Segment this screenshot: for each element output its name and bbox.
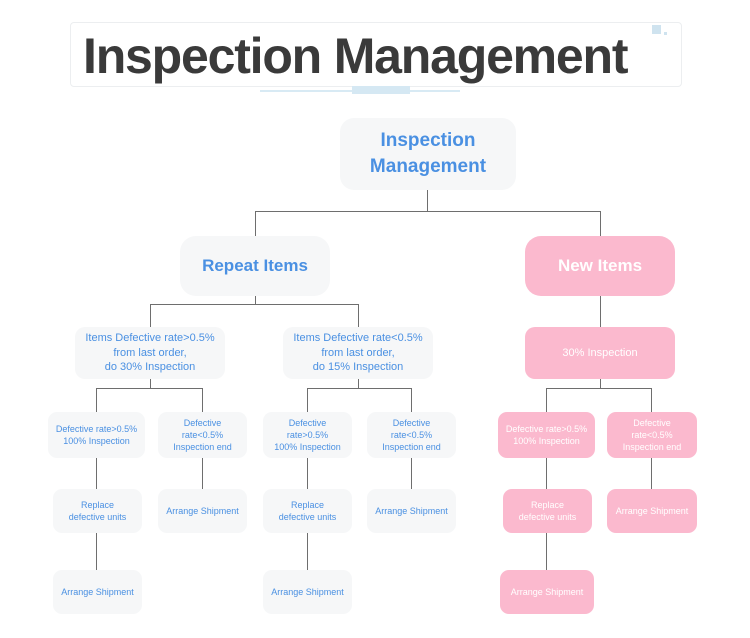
node-result-b2-line1: Defective rate<0.5% — [390, 417, 433, 440]
node-result-b1-line2: 100% Inspection — [274, 442, 341, 453]
connector-res-a1-down — [96, 458, 98, 489]
connector-repeat-right — [358, 304, 360, 328]
node-new-items[interactable]: New Items — [525, 236, 675, 296]
node-final-a1-label: Arrange Shipment — [61, 586, 134, 597]
connector-to-repeat-items — [255, 211, 257, 237]
node-result-a1-line1: Defective rate>0.5% — [55, 423, 138, 434]
node-action-a2-arrange[interactable]: Arrange Shipment — [158, 489, 247, 533]
node-condition-lt-line1: Items Defective rate<0.5% — [293, 331, 423, 344]
connector-cond-a-left — [96, 388, 98, 413]
node-result-a1[interactable]: Defective rate>0.5% 100% Inspection — [48, 412, 145, 458]
node-result-n2-line2: Inspection end — [622, 442, 682, 453]
connector-cond-b-right — [411, 388, 413, 413]
connector-cond-b-down — [358, 379, 360, 388]
node-final-n1-label: Arrange Shipment — [510, 586, 584, 597]
node-result-a2-line1: Defective rate<0.5% — [181, 417, 224, 440]
node-result-n1-line2: 100% Inspection — [513, 436, 580, 446]
node-condition-lt-line3: do 15% Inspection — [312, 361, 404, 374]
node-new-items-label: New Items — [557, 255, 643, 275]
node-result-b2[interactable]: Defective rate<0.5% Inspection end — [367, 412, 456, 458]
node-action-n1-line2: defective units — [518, 512, 577, 522]
node-repeat-items-label: Repeat Items — [202, 255, 308, 275]
node-result-n1-line1: Defective rate>0.5% — [505, 423, 588, 434]
connector-repeat-down — [255, 296, 257, 305]
node-condition-defect-gt[interactable]: Items Defective rate>0.5% from last orde… — [75, 327, 225, 379]
node-result-a2[interactable]: Defective rate<0.5% Inspection end — [158, 412, 247, 458]
node-condition-gt-line2: from last order, — [113, 346, 187, 359]
connector-cond-b-left — [307, 388, 309, 413]
node-action-a2-label: Arrange Shipment — [166, 505, 239, 516]
node-root-inspection-management[interactable]: Inspection Management — [340, 118, 516, 190]
node-final-n1-arrange[interactable]: Arrange Shipment — [500, 570, 594, 614]
connector-cond-a-down — [150, 379, 152, 388]
page-title: Inspection Management — [83, 28, 629, 84]
connector-cond-new-right — [651, 388, 653, 412]
node-condition-gt-line3: do 30% Inspection — [104, 361, 196, 374]
node-result-b2-line2: Inspection end — [382, 442, 441, 453]
decorative-square-small-icon — [664, 32, 667, 35]
connector-res-n2-down — [651, 458, 653, 489]
node-condition-lt-line2: from last order, — [321, 346, 395, 359]
node-final-b1-arrange[interactable]: Arrange Shipment — [263, 570, 352, 614]
node-result-n2-line1: Defective rate<0.5% — [631, 417, 673, 440]
node-result-n1[interactable]: Defective rate>0.5% 100% Inspection — [498, 412, 595, 458]
node-result-b1[interactable]: Defective rate>0.5% 100% Inspection — [263, 412, 352, 458]
node-final-b1-label: Arrange Shipment — [271, 586, 344, 597]
connector-repeat-left — [150, 304, 152, 328]
node-action-n1-replace[interactable]: Replace defective units — [503, 489, 592, 533]
connector-res-b1-down — [307, 458, 309, 489]
connector-cond-a-right — [202, 388, 204, 413]
connector-repeat-bus — [150, 304, 359, 306]
connector-act-n1-down — [546, 533, 548, 570]
node-result-a1-line2: 100% Inspection — [63, 436, 130, 446]
title-underline-accent — [352, 86, 410, 94]
node-action-b1-replace[interactable]: Replace defective units — [263, 489, 352, 533]
connector-cond-new-bus — [546, 388, 652, 390]
node-action-a1-line1: Replace — [80, 499, 114, 510]
node-condition-gt-line1: Items Defective rate>0.5% — [85, 331, 215, 344]
node-final-a1-arrange[interactable]: Arrange Shipment — [53, 570, 142, 614]
node-repeat-items[interactable]: Repeat Items — [180, 236, 330, 296]
node-action-b2-label: Arrange Shipment — [375, 505, 448, 516]
connector-to-new-items — [600, 211, 602, 237]
node-action-b1-line1: Replace — [290, 499, 324, 510]
connector-root-down — [427, 190, 429, 212]
connector-act-b1-down — [307, 533, 309, 570]
connector-res-b2-down — [411, 458, 413, 489]
node-action-a1-line2: defective units — [68, 512, 127, 522]
node-action-b2-arrange[interactable]: Arrange Shipment — [367, 489, 456, 533]
node-new-items-inspection-label: 30% Inspection — [562, 346, 638, 359]
connector-cond-a-bus — [96, 388, 203, 390]
node-result-b1-line1: Defective rate>0.5% — [286, 417, 329, 440]
node-root-line2: Management — [369, 156, 487, 177]
node-result-a2-line2: Inspection end — [173, 442, 232, 453]
node-result-n2[interactable]: Defective rate<0.5% Inspection end — [607, 412, 697, 458]
connector-cond-new-down — [600, 379, 602, 388]
node-root-line1: Inspection — [380, 130, 476, 152]
connector-res-n1-down — [546, 458, 548, 489]
node-new-items-inspection[interactable]: 30% Inspection — [525, 327, 675, 379]
connector-cond-b-bus — [307, 388, 412, 390]
node-condition-defect-lt[interactable]: Items Defective rate<0.5% from last orde… — [283, 327, 433, 379]
connector-res-a2-down — [202, 458, 204, 489]
connector-level1-bus — [255, 211, 601, 213]
connector-new-items-down — [600, 296, 602, 328]
decorative-square-icon — [652, 25, 661, 34]
node-action-b1-line2: defective units — [278, 512, 337, 522]
connector-cond-new-left — [546, 388, 548, 412]
connector-act-a1-down — [96, 533, 98, 570]
node-action-n2-arrange[interactable]: Arrange Shipment — [607, 489, 697, 533]
node-action-n1-line1: Replace — [530, 499, 564, 510]
node-action-a1-replace[interactable]: Replace defective units — [53, 489, 142, 533]
title-frame — [70, 22, 682, 87]
node-action-n2-label: Arrange Shipment — [615, 505, 689, 516]
